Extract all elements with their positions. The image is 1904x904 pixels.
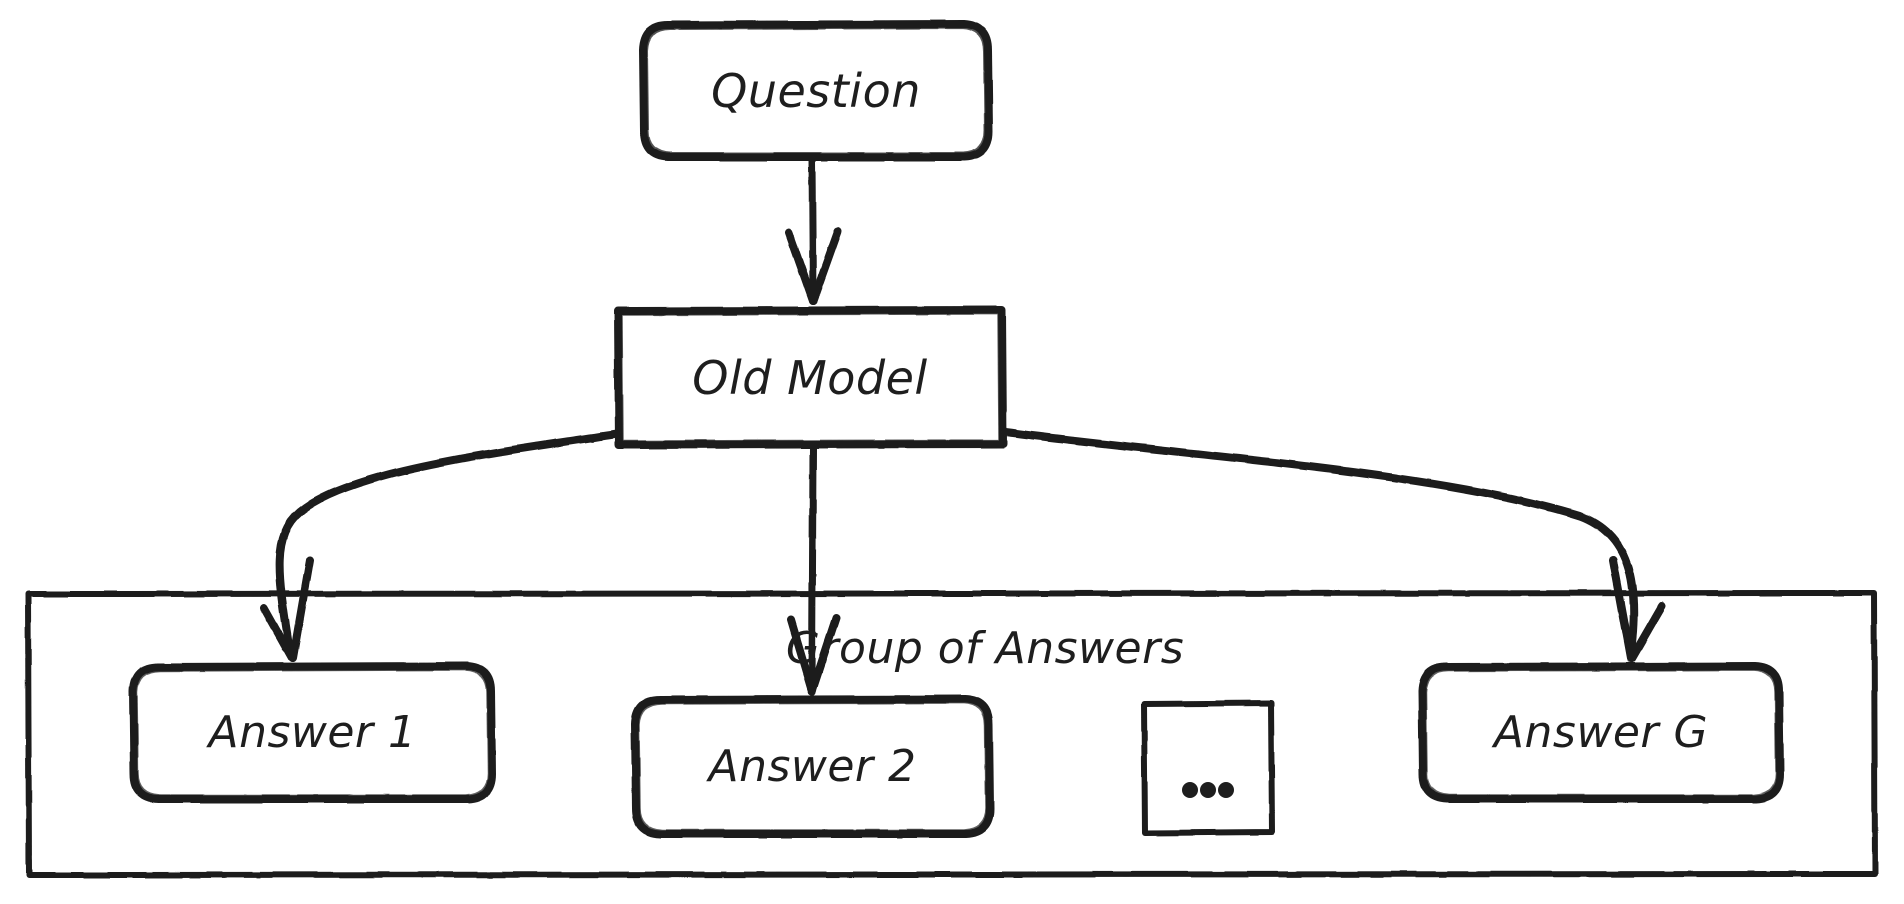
answer-2-box-shape bbox=[631, 695, 994, 838]
arrow-old-model-to-answer-2 bbox=[787, 443, 840, 695]
answer-g-box-shape bbox=[1418, 662, 1784, 803]
question-box-shape bbox=[639, 20, 993, 161]
ellipsis-box-shape bbox=[1141, 700, 1275, 836]
arrow-old-model-to-answer-1 bbox=[260, 430, 621, 662]
arrow-old-model-to-answer-g bbox=[1001, 428, 1666, 662]
ellipsis-dots bbox=[1182, 782, 1234, 798]
old-model-box-shape bbox=[614, 306, 1007, 449]
group-of-answers-container-shape bbox=[25, 590, 1878, 878]
answer-1-box-shape bbox=[129, 662, 496, 803]
arrow-question-to-old-model bbox=[785, 156, 842, 305]
